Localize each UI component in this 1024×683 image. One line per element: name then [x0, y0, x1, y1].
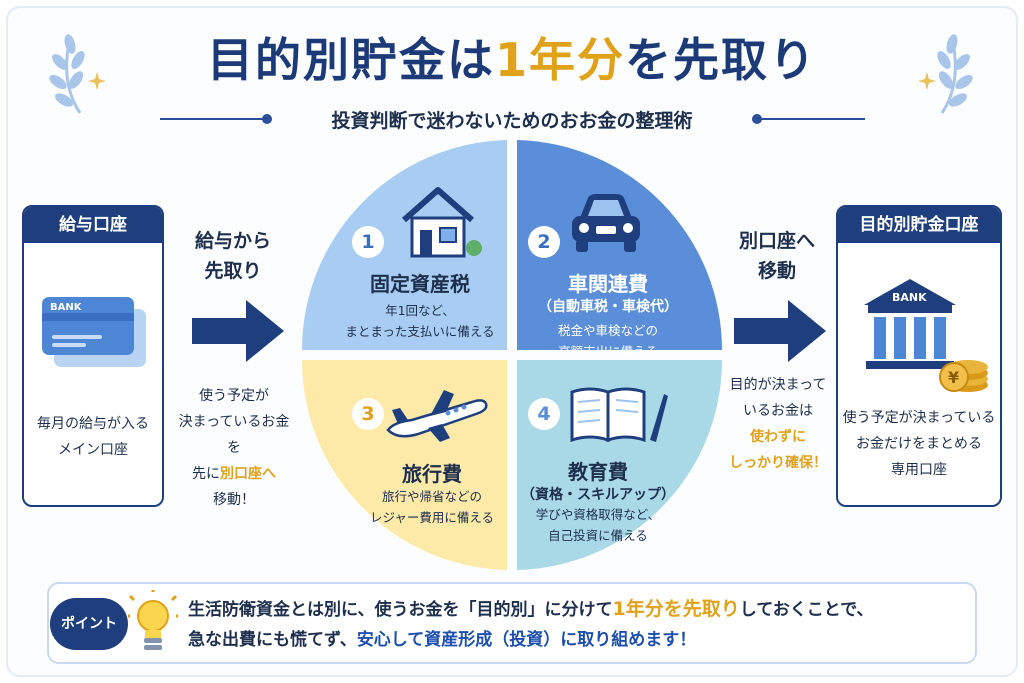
- title-part2: を先取り: [625, 33, 817, 87]
- point-line1-post: しておくことで、: [739, 600, 874, 620]
- left-flow-text-line3-highlight: 別口座へ: [220, 466, 276, 482]
- left-flow-text-line3-pre: 先に: [192, 466, 220, 482]
- left-flow-label-line2: 先取り: [204, 260, 262, 282]
- purpose-desc-line1: 使う予定が決まっている: [842, 410, 996, 426]
- left-flow-text-line1: 使う予定が: [199, 388, 269, 404]
- quadrant-1-title: 固定資産税: [370, 272, 470, 296]
- quadrant-3-desc: 旅行や帰省などの レジャー費用に備える: [322, 486, 542, 528]
- right-flow-text-line4: しっかり確保！: [729, 455, 827, 471]
- subtitle: 投資判断で迷わないためのおお金の整理術: [331, 110, 693, 132]
- salary-account-desc: 毎月の給与が入る メイン口座: [24, 411, 162, 463]
- right-flow-text-line1: 目的が決まって: [729, 377, 827, 393]
- book-pen-icon: [570, 387, 668, 443]
- subtitle-row: 投資判断で迷わないためのおお金の整理術: [0, 106, 1024, 132]
- salary-desc-line1: 毎月の給与が入る: [37, 416, 149, 432]
- title-highlight: 1年分: [494, 33, 625, 87]
- purpose-account-card: 目的別貯金口座 BANK ¥ 使う予定が決まっている お金だけをまとめる 専用口…: [836, 205, 1002, 507]
- quadrant-2-desc: 税金や車検などの 高額支出に備える: [498, 320, 718, 362]
- card-bank-label: BANK: [50, 302, 83, 313]
- salary-account-card: 給与口座 BANK 毎月の給与が入る メイン口座: [22, 205, 164, 507]
- left-flow-label: 給与から 先取り: [178, 226, 288, 286]
- point-line1: 生活防衛資金とは別に、使うお金を「目的別」に分けて1年分を先取りしておくことで、: [188, 594, 968, 625]
- subtitle-line-left: [160, 118, 265, 120]
- bank-building-icon: BANK: [864, 279, 956, 369]
- quadrant-2-title: 車関連費: [568, 272, 648, 296]
- quadrant-2-desc-line2: 高額支出に備える: [558, 344, 658, 359]
- right-flow-label-line2: 移動: [757, 260, 796, 282]
- quadrant-1-desc-line2: まとまった支払いに備える: [345, 324, 495, 339]
- left-flow-text: 使う予定が 決まっているお金を 先に別口座へ 移動！: [172, 383, 296, 513]
- quadrant-2-desc-line1: 税金や車検などの: [557, 323, 658, 338]
- page-title: 目的別貯金は1年分を先取り: [0, 24, 1024, 90]
- sparkle-icon: [918, 72, 936, 90]
- house-icon: [402, 187, 482, 258]
- point-line1-pre: 生活防衛資金とは別に、使うお金を「目的別」に分けて: [188, 600, 613, 620]
- left-flow-text-line2: 決まっているお金を: [178, 414, 290, 456]
- lightbulb-icon: [128, 590, 178, 650]
- quadrant-1-number: 1: [352, 226, 384, 258]
- quadrant-3-title: 旅行費: [402, 462, 462, 486]
- point-line2: 急な出費にも慌てず、安心して資産形成（投資）に取り組めます！: [188, 625, 968, 655]
- right-flow-label-line1: 別口座へ: [738, 230, 815, 252]
- right-flow-text-line3: 使わずに: [750, 429, 806, 445]
- laurel-icon: [49, 34, 85, 114]
- point-line1-highlight: 1年分を先取り: [612, 598, 740, 620]
- quadrant-4-shape: [517, 360, 722, 570]
- left-flow-text-line4: 移動！: [213, 492, 255, 508]
- title-part1: 目的別貯金は: [206, 33, 495, 87]
- left-flow-label-line1: 給与から: [194, 230, 271, 252]
- quadrant-2-number: 2: [528, 226, 560, 258]
- quadrant-4-title: 教育費: [568, 460, 628, 484]
- quadrant-4-subtitle: （資格・スキルアップ）: [521, 487, 675, 503]
- quadrant-4-desc: 学びや資格取得など、 自己投資に備える: [498, 504, 698, 546]
- arrow-right-icon: [734, 300, 826, 362]
- purpose-desc-line3: 専用口座: [891, 462, 947, 478]
- building-bank-label: BANK: [892, 291, 927, 304]
- point-badge: ポイント: [50, 598, 128, 650]
- right-flow-label: 別口座へ 移動: [722, 226, 832, 286]
- sparkle-icon: [88, 72, 106, 90]
- bank-card-icon: BANK: [42, 297, 146, 367]
- purpose-circle: [302, 140, 722, 570]
- right-flow-text: 目的が決まって いるお金は 使わずに しっかり確保！: [716, 372, 840, 476]
- quadrant-2-subtitle: （自動車税・車検代）: [538, 299, 678, 315]
- purpose-account-desc: 使う予定が決まっている お金だけをまとめる 専用口座: [838, 405, 1000, 483]
- point-box: [47, 582, 977, 664]
- quadrant-1-desc: 年1回など、 まとまった支払いに備える: [320, 300, 520, 342]
- subtitle-dot-right: [752, 114, 762, 124]
- quadrant-2-shape: [517, 140, 722, 350]
- arrow-right-icon: [192, 300, 284, 362]
- yen-symbol: ¥: [948, 368, 959, 387]
- subtitle-line-right: [760, 118, 865, 120]
- purpose-desc-line2: お金だけをまとめる: [856, 436, 982, 452]
- right-flow-text-line2: いるお金は: [743, 403, 813, 419]
- salary-desc-line2: メイン口座: [58, 442, 128, 458]
- quadrant-3-desc-line2: レジャー費用に備える: [369, 510, 494, 525]
- point-text: 生活防衛資金とは別に、使うお金を「目的別」に分けて1年分を先取りしておくことで、…: [188, 594, 968, 655]
- quadrant-1-desc-line1: 年1回など、: [385, 303, 455, 318]
- quadrant-4-desc-line1: 学びや資格取得など、: [535, 507, 661, 522]
- point-line2-highlight: 安心して資産形成（投資）に取り組めます！: [356, 630, 697, 650]
- subtitle-dot-left: [262, 114, 272, 124]
- quadrant-4-desc-line2: 自己投資に備える: [548, 528, 648, 543]
- left-flow-text-line3: 先に別口座へ: [172, 461, 296, 487]
- airplane-icon: [386, 390, 488, 442]
- car-icon: [572, 194, 640, 252]
- quadrant-3-number: 3: [352, 398, 384, 430]
- quadrant-3-desc-line1: 旅行や帰省などの: [381, 489, 482, 504]
- quadrant-4-number: 4: [528, 398, 560, 430]
- point-line2-pre: 急な出費にも慌てず、: [188, 630, 357, 650]
- laurel-icon: [937, 34, 973, 114]
- coin-stack-icon: ¥: [939, 360, 988, 392]
- purpose-account-title: 目的別貯金口座: [838, 207, 1000, 243]
- quadrant-1-shape: [302, 140, 507, 350]
- salary-account-title: 給与口座: [24, 207, 162, 243]
